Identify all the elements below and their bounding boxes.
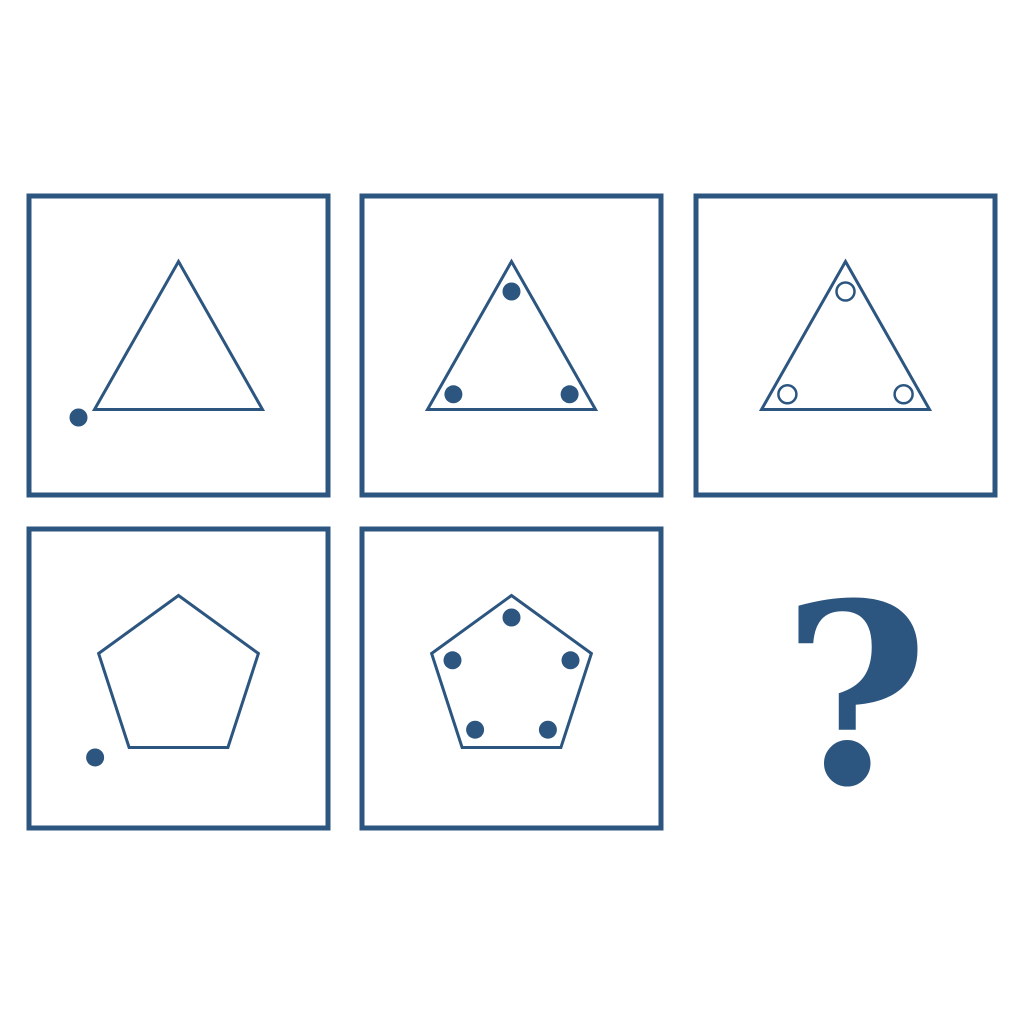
puzzle-cell-r1-c1 <box>26 193 331 498</box>
cell-frame <box>359 193 664 498</box>
cell-frame <box>693 193 998 498</box>
cell-frame <box>26 526 331 831</box>
hollow-dot <box>835 281 856 302</box>
filled-dot <box>444 385 463 404</box>
hollow-dot <box>893 384 914 405</box>
filled-dot <box>561 651 580 670</box>
pentagon-shape <box>429 593 594 749</box>
filled-dot <box>443 651 462 670</box>
pentagon-shape <box>96 593 261 749</box>
triangle-shape <box>758 258 933 411</box>
filled-dot <box>502 608 521 627</box>
triangle-shape <box>424 258 599 411</box>
puzzle-cell-r1-c3 <box>693 193 998 498</box>
filled-dot <box>466 720 485 739</box>
puzzle-cell-r2-c1 <box>26 526 331 831</box>
filled-dot <box>86 748 105 767</box>
filled-dot <box>560 385 579 404</box>
puzzle-cell-r1-c2 <box>359 193 664 498</box>
question-mark: ? <box>782 548 928 842</box>
cell-frame <box>359 526 664 831</box>
cell-frame <box>26 193 331 498</box>
filled-dot <box>69 408 88 427</box>
hollow-dot <box>777 384 798 405</box>
filled-dot <box>538 720 557 739</box>
puzzle-cell-r2-c2 <box>359 526 664 831</box>
filled-dot <box>502 282 521 301</box>
triangle-shape <box>91 258 266 411</box>
